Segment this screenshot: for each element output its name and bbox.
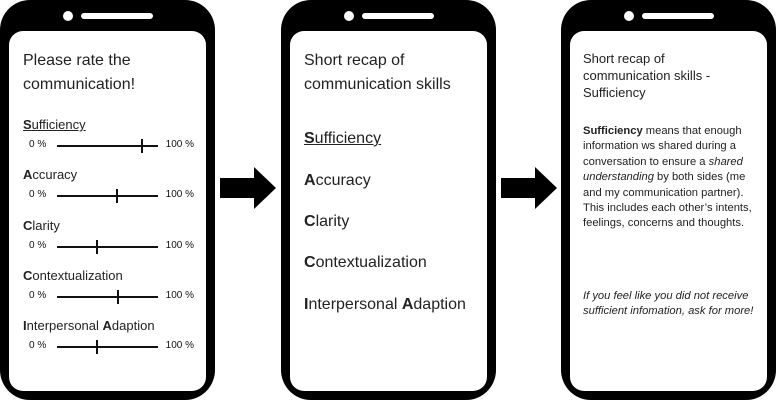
max-label: 100 % — [165, 240, 194, 251]
screen: Short recap of communication skills Suff… — [290, 31, 487, 391]
skill-interpersonal-adaption[interactable]: Interpersonal Adaption — [304, 296, 466, 313]
rating-sufficiency: Sufficiency 0 % 100 % — [23, 117, 198, 153]
slider-thumb[interactable] — [116, 290, 119, 304]
min-label: 0 % — [29, 189, 47, 200]
screen-title: Short recap of communication skills - Su… — [583, 51, 711, 100]
min-label: 0 % — [29, 240, 47, 251]
phone-speaker — [343, 9, 434, 23]
screen: Please rate the communication! Sufficien… — [9, 31, 206, 391]
rating-slider[interactable]: 0 % 100 % — [23, 187, 198, 203]
rating-contextualization: Contextualization 0 % 100 % — [23, 268, 198, 304]
slider-track — [57, 340, 158, 354]
slider-track — [57, 290, 158, 304]
rating-clarity: Clarity 0 % 100 % — [23, 218, 198, 254]
max-label: 100 % — [165, 139, 194, 150]
slider-track — [57, 189, 158, 203]
phone-recap-screen: Short recap of communication skills Suff… — [281, 0, 496, 400]
rating-slider[interactable]: 0 % 100 % — [23, 288, 198, 304]
min-label: 0 % — [29, 290, 47, 301]
rating-interpersonal-adaption: Interpersonal Adaption 0 % 100 % — [23, 318, 198, 354]
max-label: 100 % — [165, 189, 194, 200]
phone-speaker — [623, 9, 714, 23]
screen: Short recap of communication skills - Su… — [570, 31, 767, 391]
rating-label: Sufficiency — [23, 117, 86, 132]
slider-thumb[interactable] — [96, 240, 99, 254]
rating-label: Clarity — [23, 218, 60, 233]
rating-slider[interactable]: 0 % 100 % — [23, 338, 198, 354]
skill-sufficiency[interactable]: Sufficiency — [304, 130, 382, 147]
advice-text: If you feel like you did not receive suf… — [583, 290, 754, 318]
rating-label: Accuracy — [23, 167, 78, 182]
phone-speaker — [62, 9, 153, 23]
slider-thumb[interactable] — [96, 340, 99, 354]
rating-label: Contextualization — [23, 268, 123, 283]
phone-detail-screen: Short recap of communication skills - Su… — [561, 0, 776, 400]
max-label: 100 % — [165, 340, 194, 351]
screen-title: Short recap of communication skills — [304, 52, 451, 93]
slider-thumb[interactable] — [140, 139, 143, 153]
slider-track — [57, 240, 158, 254]
right-arrow-icon — [220, 167, 276, 209]
right-arrow-icon — [501, 167, 557, 209]
rating-slider[interactable]: 0 % 100 % — [23, 137, 198, 153]
slider-thumb[interactable] — [115, 189, 118, 203]
skill-accuracy[interactable]: Accuracy — [304, 172, 371, 189]
definition-text: Sufficiency means that enough informatio… — [583, 125, 752, 230]
slider-track — [57, 139, 158, 153]
skill-contextualization[interactable]: Contextualization — [304, 254, 427, 271]
rating-accuracy: Accuracy 0 % 100 % — [23, 167, 198, 203]
phone-rating-screen: Please rate the communication! Sufficien… — [0, 0, 215, 400]
screen-title: Please rate the communication! — [23, 52, 136, 93]
rating-slider[interactable]: 0 % 100 % — [23, 238, 198, 254]
skill-clarity[interactable]: Clarity — [304, 213, 350, 230]
max-label: 100 % — [165, 290, 194, 301]
min-label: 0 % — [29, 340, 47, 351]
rating-label: Interpersonal Adaption — [23, 318, 155, 333]
min-label: 0 % — [29, 139, 47, 150]
